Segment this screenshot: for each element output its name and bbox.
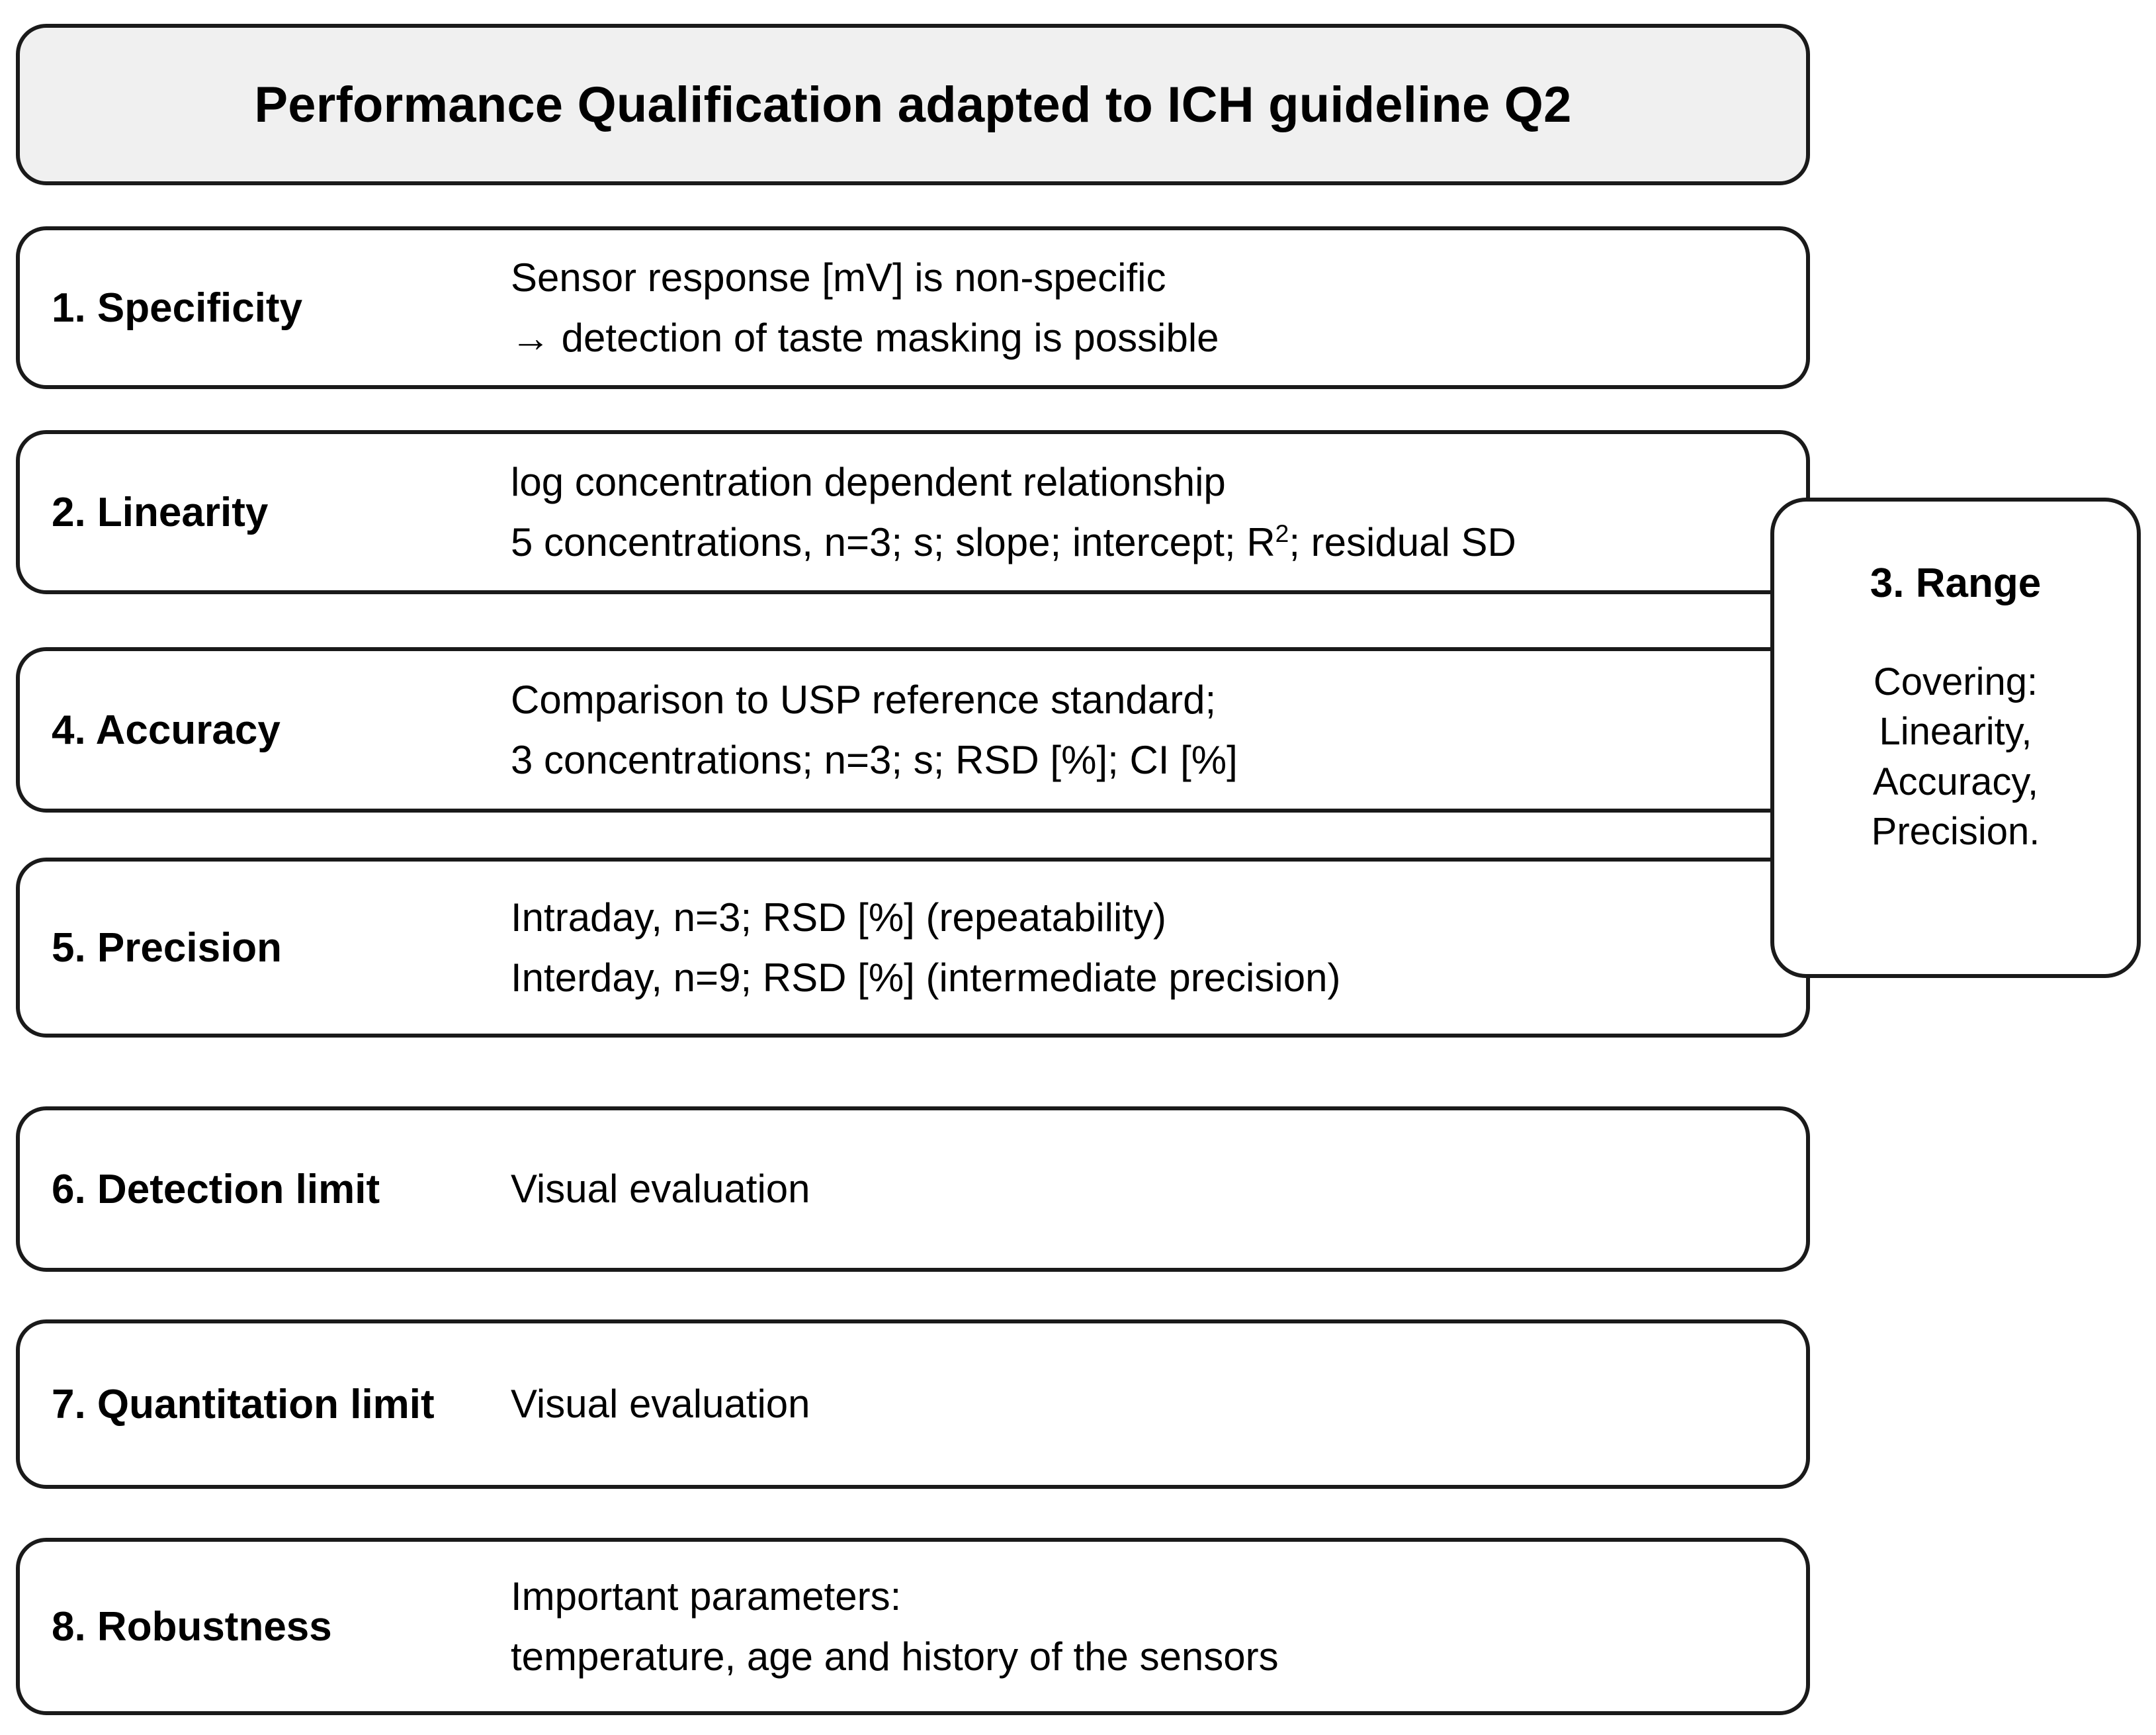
row-line: temperature, age and history of the sens… bbox=[511, 1634, 1279, 1679]
row-precision[interactable]: 5. Precision Intraday, n=3; RSD [%] (rep… bbox=[16, 858, 1810, 1038]
row-line-post: ; residual SD bbox=[1289, 519, 1516, 564]
row-line: 3 concentrations; n=3; s; RSD [%]; CI [%… bbox=[511, 737, 1238, 782]
row-line-pre: 5 concentrations, n=3; s; slope; interce… bbox=[511, 519, 1275, 564]
row-line: log concentration dependent relationship bbox=[511, 460, 1226, 505]
row-accuracy[interactable]: 4. Accuracy Comparison to USP reference … bbox=[16, 647, 1810, 813]
row-label-quantitation-limit: 7. Quantitation limit bbox=[52, 1381, 435, 1427]
row-body-linearity: log concentration dependent relationship… bbox=[511, 458, 1806, 566]
row-body-quantitation-limit: Visual evaluation bbox=[511, 1380, 1806, 1428]
row-line: Interday, n=9; RSD [%] (intermediate pre… bbox=[511, 955, 1341, 1000]
row-specificity[interactable]: 1. Specificity Sensor response [mV] is n… bbox=[16, 226, 1810, 389]
row-line: Comparison to USP reference standard; bbox=[511, 678, 1217, 723]
row-line: Sensor response [mV] is non-specific bbox=[511, 255, 1166, 300]
row-label-precision: 5. Precision bbox=[52, 924, 282, 971]
row-line: Visual evaluation bbox=[511, 1382, 810, 1427]
row-detection-limit[interactable]: 6. Detection limit Visual evaluation bbox=[16, 1106, 1810, 1272]
row-body-robustness: Important parameters: temperature, age a… bbox=[511, 1572, 1806, 1680]
row-body-accuracy: Comparison to USP reference standard; 3 … bbox=[511, 676, 1806, 783]
row-label-detection-limit: 6. Detection limit bbox=[52, 1166, 380, 1212]
row-label-specificity: 1. Specificity bbox=[52, 285, 303, 331]
diagram-title-box: Performance Qualification adapted to ICH… bbox=[16, 24, 1810, 185]
row-line-r-squared: 5 concentrations, n=3; s; slope; interce… bbox=[511, 518, 1806, 566]
row-label-robustness: 8. Robustness bbox=[52, 1603, 332, 1650]
row-linearity[interactable]: 2. Linearity log concentration dependent… bbox=[16, 430, 1810, 594]
range-line: Linearity, bbox=[1879, 710, 2032, 754]
superscript-two: 2 bbox=[1275, 519, 1289, 547]
row-line: Important parameters: bbox=[511, 1574, 902, 1619]
row-line: Intraday, n=3; RSD [%] (repeatability) bbox=[511, 895, 1166, 940]
range-callout-title: 3. Range bbox=[1870, 560, 2042, 606]
row-line: Visual evaluation bbox=[511, 1167, 810, 1212]
row-label-linearity: 2. Linearity bbox=[52, 489, 269, 535]
row-body-precision: Intraday, n=3; RSD [%] (repeatability) I… bbox=[511, 893, 1806, 1001]
range-line: Covering: bbox=[1873, 660, 2038, 703]
row-body-detection-limit: Visual evaluation bbox=[511, 1165, 1806, 1213]
range-line: Precision. bbox=[1871, 810, 2040, 854]
row-body-specificity: Sensor response [mV] is non-specific → d… bbox=[511, 253, 1806, 361]
row-robustness[interactable]: 8. Robustness Important parameters: temp… bbox=[16, 1538, 1810, 1715]
range-line: Accuracy, bbox=[1872, 760, 2039, 803]
range-callout-box[interactable]: 3. Range Covering: Linearity, Accuracy, … bbox=[1770, 498, 2141, 978]
page-title: Performance Qualification adapted to ICH… bbox=[254, 76, 1572, 133]
row-label-accuracy: 4. Accuracy bbox=[52, 707, 280, 753]
row-line: → detection of taste masking is possible bbox=[511, 315, 1219, 360]
range-callout-body: Covering: Linearity, Accuracy, Precision… bbox=[1872, 657, 2040, 857]
row-quantitation-limit[interactable]: 7. Quantitation limit Visual evaluation bbox=[16, 1319, 1810, 1489]
